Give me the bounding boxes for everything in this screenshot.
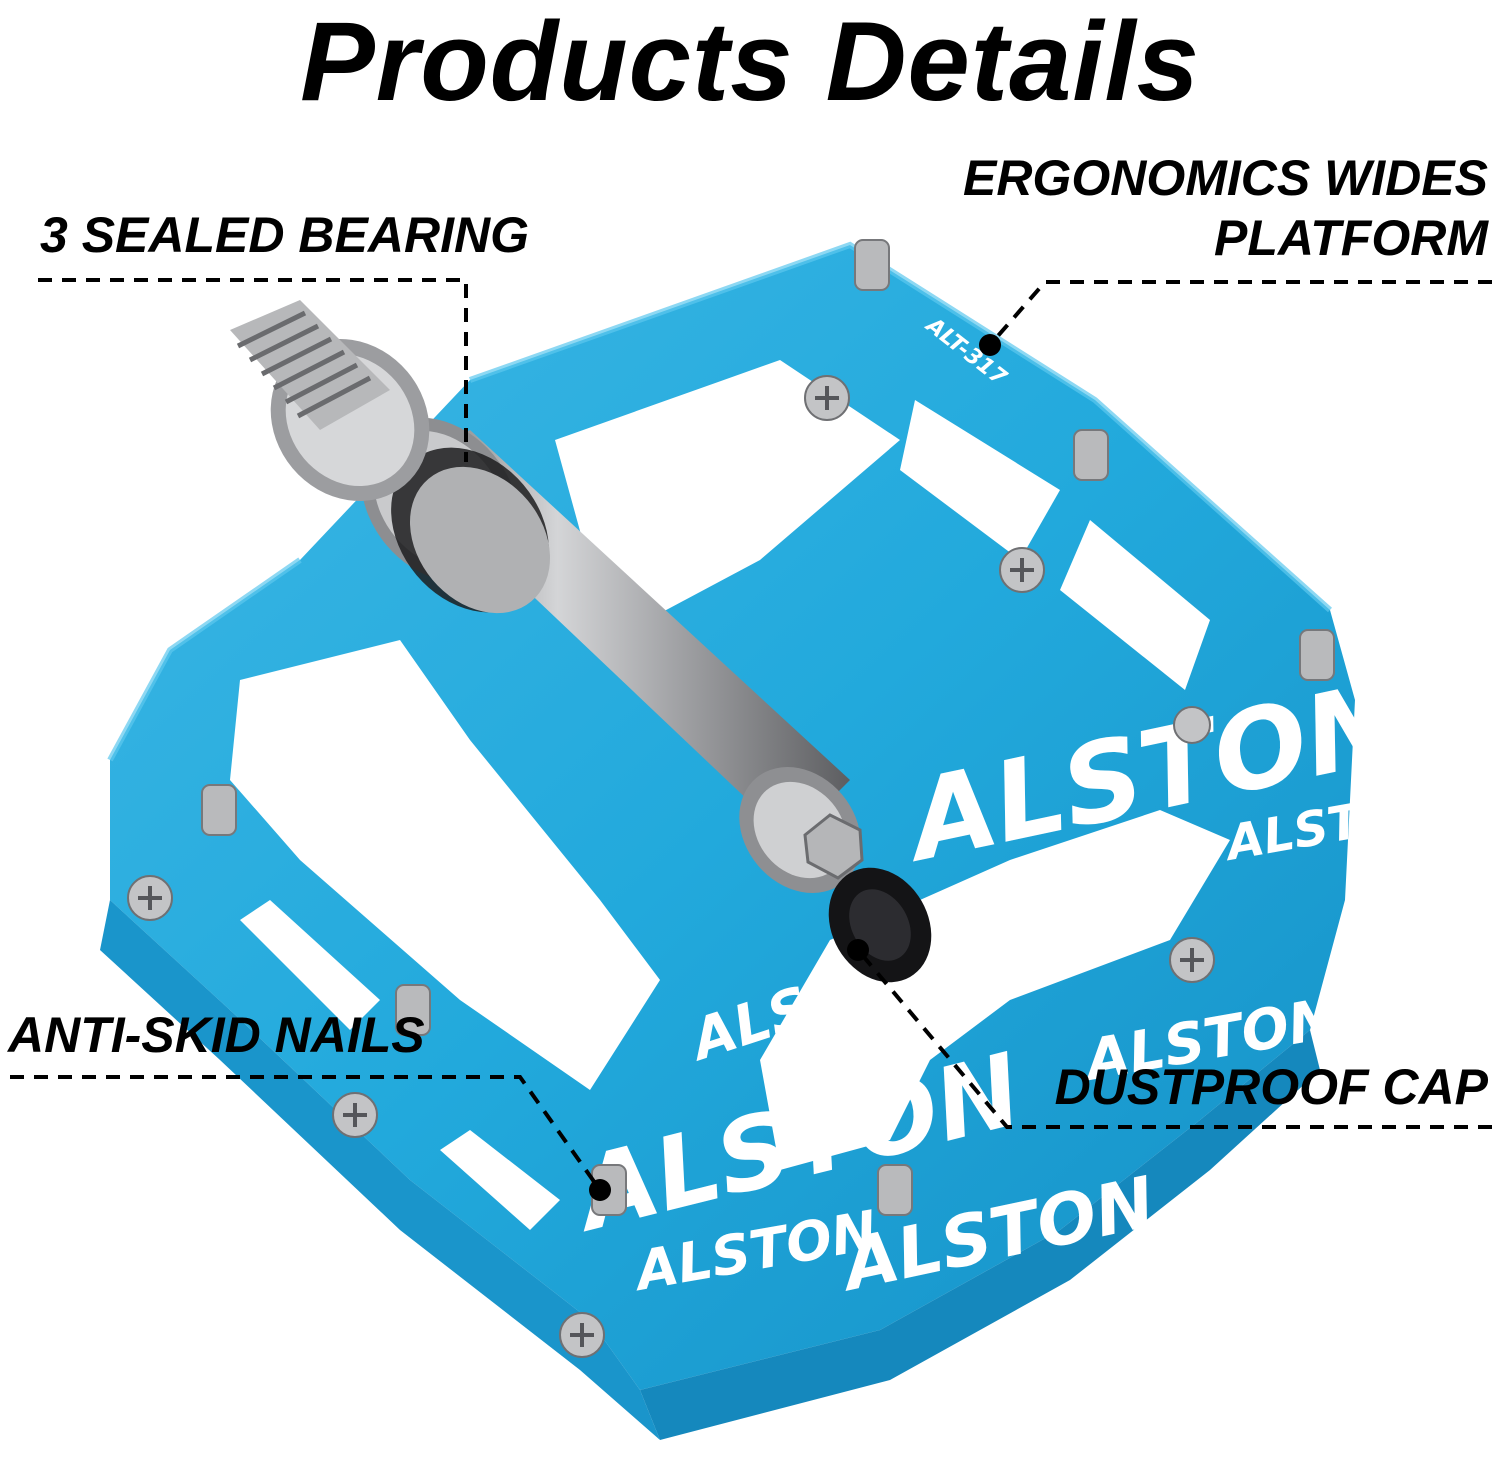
frame-ridges <box>107 241 1332 762</box>
callout-label-platform-line2: PLATFORM <box>1213 210 1488 266</box>
callout-label-nails: ANTI-SKID NAILS <box>8 1007 425 1063</box>
callout-label-platform-line1: ERGONOMICS WIDES <box>962 150 1488 206</box>
page-title: Products Details <box>300 0 1200 124</box>
callout-label-bearing: 3 SEALED BEARING <box>40 207 529 263</box>
callout-label-cap: DUSTPROOF CAP <box>1054 1059 1488 1115</box>
callout-label-platform: ERGONOMICS WIDES PLATFORM <box>963 148 1488 268</box>
